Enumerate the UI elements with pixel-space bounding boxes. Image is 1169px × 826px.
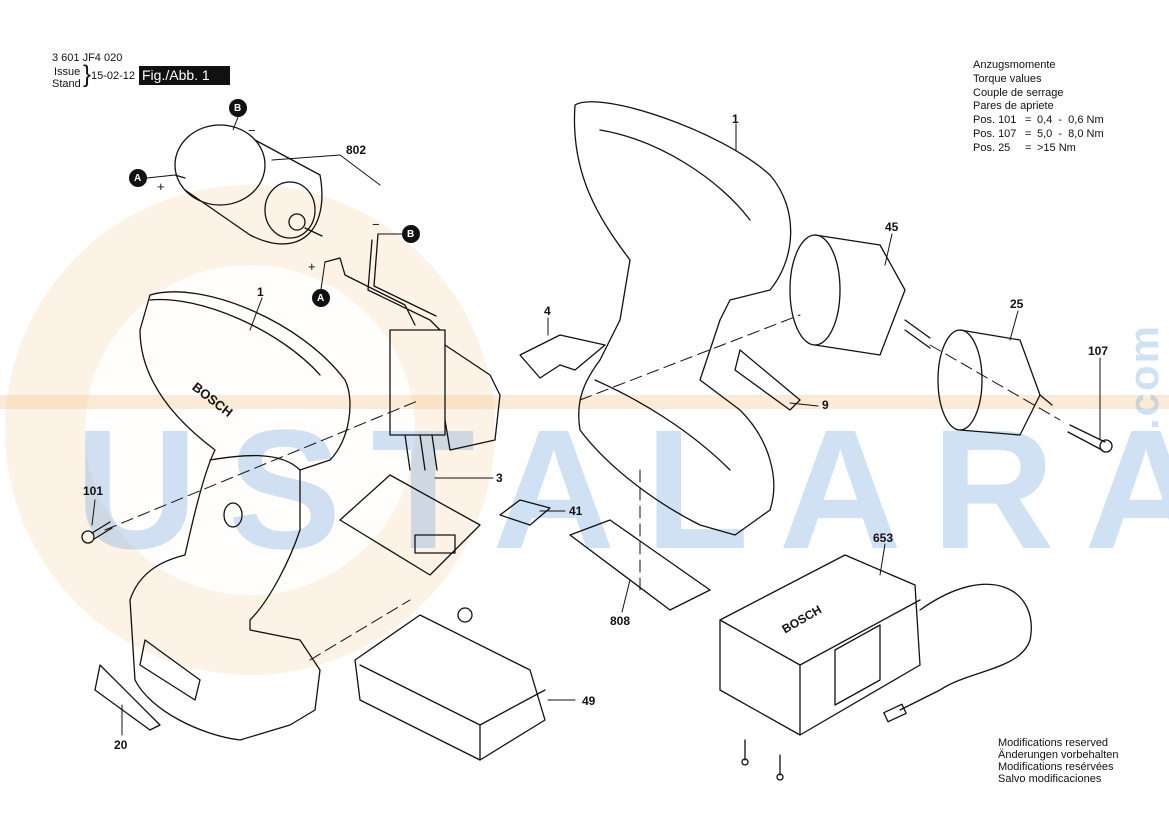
callout-101: 101 [83, 484, 104, 498]
label-part-808 [569, 519, 711, 611]
callout-1-left: 1 [257, 285, 264, 299]
torque-spec-value: 5,0 - 8,0 Nm [1037, 127, 1104, 140]
callout-3: 3 [496, 471, 503, 485]
callout-45: 45 [885, 220, 899, 234]
torque-spec-eq: = [1025, 114, 1032, 127]
label-part-9 [734, 349, 801, 411]
battery-part-49 [354, 607, 546, 761]
torque-spec-value: 0,4 - 0,6 Nm [1037, 114, 1104, 127]
torque-spec-pos: Pos. 101 [973, 114, 1017, 127]
callout-20: 20 [114, 738, 128, 752]
housing-right-part-1 [573, 101, 792, 536]
part-4 [519, 334, 606, 379]
callout-9: 9 [822, 398, 829, 412]
torque-spec-row: Pos. 25 = >15 Nm [973, 142, 1104, 156]
callout-1-right: 1 [732, 112, 739, 126]
figure-label: Fig./Abb. 1 [139, 66, 230, 85]
motor-part-802 [174, 124, 323, 245]
torque-heading-de: Anzugsmomente [973, 59, 1056, 71]
torque-heading-fr: Couple de serrage [973, 86, 1064, 99]
terminal-b-top [229, 99, 247, 131]
terminal-b-mid [378, 225, 420, 243]
modifications-notice: Modifications reserved Änderungen vorbeh… [998, 737, 1118, 785]
issue-label: Issue [54, 66, 81, 78]
label-part-20 [94, 664, 161, 731]
torque-values: Anzugsmomente Torque values Couple de se… [973, 59, 1104, 156]
callout-802: 802 [346, 143, 367, 157]
terminal-a-top [129, 169, 176, 187]
torque-heading-en: Torque values [973, 72, 1042, 85]
torque-spec-eq: = [1025, 141, 1032, 154]
brace-symbol: } [83, 61, 92, 88]
callout-808: 808 [610, 614, 631, 628]
modifications-es: Salvo modificaciones [998, 773, 1102, 785]
terminal-wires [324, 233, 441, 331]
torque-spec-pos: Pos. 107 [973, 127, 1017, 140]
terminal-a-mid-label: A [317, 293, 325, 304]
plus-sign-top: + [157, 179, 165, 194]
minus-sign-top: − [248, 123, 256, 138]
plus-sign-mid: + [308, 259, 316, 274]
charger-part-653 [719, 554, 1032, 781]
switch-part-3 [339, 329, 501, 576]
modifications-fr: Modifications resérvées [998, 761, 1114, 773]
torque-spec-eq: = [1025, 127, 1032, 140]
part-number: 3 601 JF4 020 [52, 52, 123, 64]
modifications-en: Modifications reserved [998, 737, 1109, 749]
callout-25: 25 [1010, 297, 1024, 311]
terminal-a-mid [312, 261, 330, 307]
chuck-part-25 [937, 329, 1053, 436]
minus-sign-mid: − [372, 217, 380, 232]
terminal-a-top-label: A [134, 173, 142, 184]
torque-spec-row: Pos. 107 = 5,0 - 8,0 Nm [973, 128, 1104, 142]
stand-label: Stand [52, 78, 81, 90]
gearbox-part-45 [789, 234, 931, 356]
screw-part-101 [81, 521, 113, 544]
callout-49: 49 [582, 694, 596, 708]
screw-part-107 [1067, 424, 1113, 453]
torque-spec-value: >15 Nm [1037, 141, 1076, 154]
callout-107: 107 [1088, 344, 1109, 358]
callout-653: 653 [873, 531, 894, 545]
terminal-b-top-label: B [234, 103, 242, 114]
part-41 [499, 499, 551, 526]
modifications-de: Änderungen vorbehalten [998, 749, 1119, 761]
callout-41: 41 [569, 504, 583, 518]
issue-date: 15-02-12 [91, 70, 136, 82]
watermark-text: USTALARA [75, 395, 1169, 585]
torque-spec-pos: Pos. 25 [973, 141, 1011, 154]
callout-4: 4 [544, 304, 551, 318]
terminal-b-mid-label: B [407, 229, 415, 240]
housing-left-part-1 [129, 291, 351, 741]
torque-heading-es: Pares de apriete [973, 100, 1054, 113]
torque-spec-row: Pos. 101 = 0,4 - 0,6 Nm [973, 114, 1104, 128]
leader-lines [91, 123, 1101, 736]
